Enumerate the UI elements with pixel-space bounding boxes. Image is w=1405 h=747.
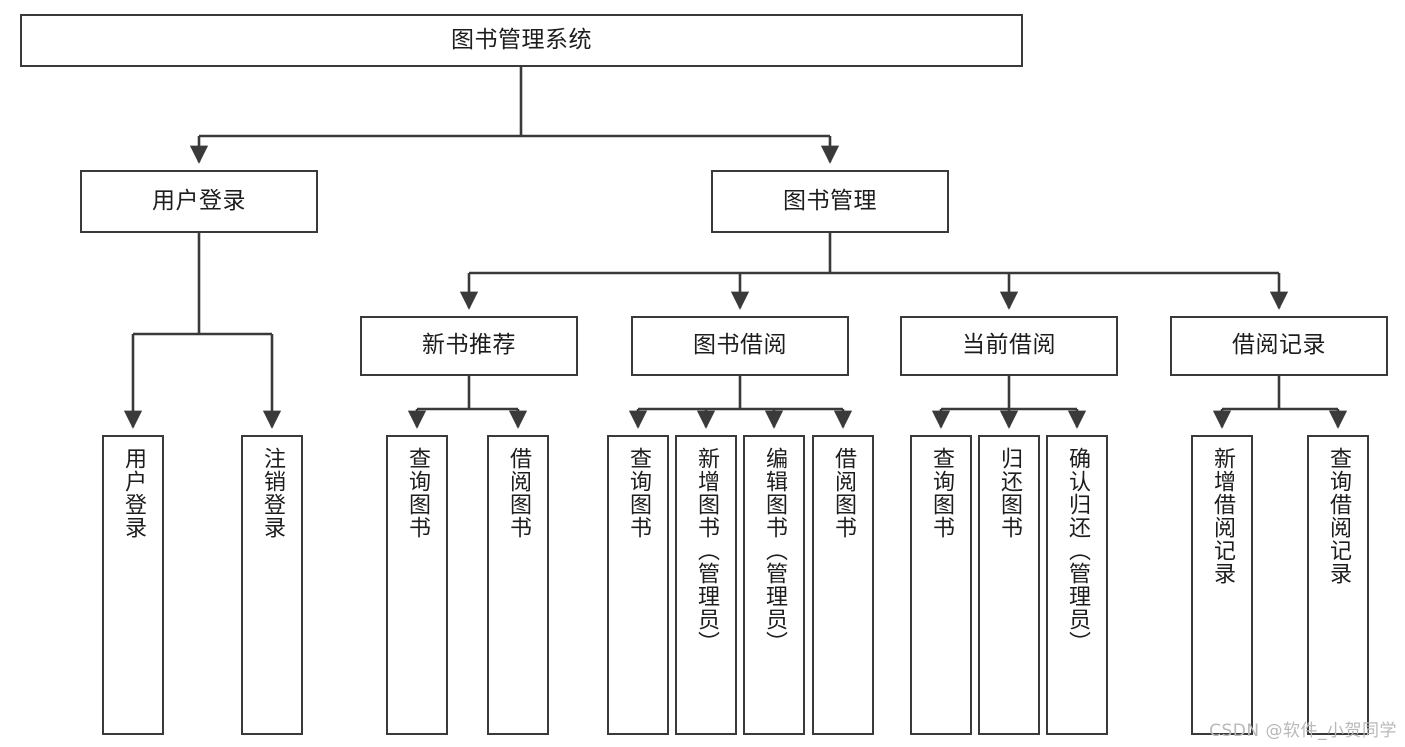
node-leaf-confirm-return[interactable]: 确认归还（管理员） [1046, 435, 1108, 735]
node-label: 用户登录 [120, 447, 146, 539]
node-leaf-user-login[interactable]: 用户登录 [102, 435, 164, 735]
node-label: 借阅记录 [1232, 332, 1326, 359]
node-label: 借阅图书 [830, 447, 856, 539]
node-label: 新增图书（管理员） [693, 447, 719, 654]
node-leaf-add-record[interactable]: 新增借阅记录 [1191, 435, 1253, 735]
node-label: 借阅图书 [505, 447, 531, 539]
node-book-borrow[interactable]: 图书借阅 [631, 316, 849, 376]
node-current-borrow[interactable]: 当前借阅 [900, 316, 1118, 376]
node-label: 图书借阅 [693, 332, 787, 359]
node-leaf-query-book-1[interactable]: 查询图书 [386, 435, 448, 735]
node-label: 查询借阅记录 [1325, 447, 1351, 585]
node-label: 新增借阅记录 [1209, 447, 1235, 585]
node-leaf-query-book-3[interactable]: 查询图书 [910, 435, 972, 735]
node-borrow-record[interactable]: 借阅记录 [1170, 316, 1388, 376]
node-label: 用户登录 [152, 187, 246, 214]
node-label: 查询图书 [404, 447, 430, 539]
node-root-system[interactable]: 图书管理系统 [20, 14, 1023, 67]
csdn-watermark: CSDN @软件_小贺同学 [1209, 721, 1397, 741]
node-label: 归还图书 [996, 447, 1022, 539]
node-label: 编辑图书（管理员） [761, 447, 787, 654]
node-label: 新书推荐 [422, 332, 516, 359]
node-leaf-add-book[interactable]: 新增图书（管理员） [675, 435, 737, 735]
node-label: 注销登录 [259, 447, 285, 539]
node-leaf-query-book-2[interactable]: 查询图书 [607, 435, 669, 735]
node-leaf-borrow-book-2[interactable]: 借阅图书 [812, 435, 874, 735]
node-label: 图书管理 [783, 187, 877, 214]
node-leaf-borrow-book-1[interactable]: 借阅图书 [487, 435, 549, 735]
node-leaf-logout[interactable]: 注销登录 [241, 435, 303, 735]
node-user-login[interactable]: 用户登录 [80, 170, 318, 233]
node-label: 确认归还（管理员） [1064, 447, 1090, 654]
node-leaf-edit-book[interactable]: 编辑图书（管理员） [743, 435, 805, 735]
node-label: 查询图书 [625, 447, 651, 539]
node-book-manage[interactable]: 图书管理 [711, 170, 949, 233]
node-leaf-query-record[interactable]: 查询借阅记录 [1307, 435, 1369, 735]
node-new-book-rec[interactable]: 新书推荐 [360, 316, 578, 376]
node-label: 查询图书 [928, 447, 954, 539]
node-leaf-return-book[interactable]: 归还图书 [978, 435, 1040, 735]
node-label: 图书管理系统 [451, 26, 592, 53]
node-label: 当前借阅 [962, 332, 1056, 359]
